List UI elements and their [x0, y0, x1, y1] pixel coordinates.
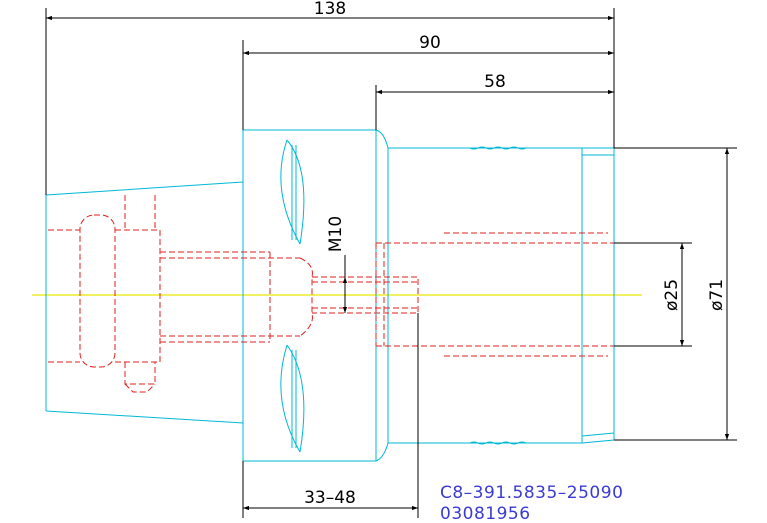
dim-outer-diameter: ø71 [707, 279, 727, 311]
dim-clamp-range: 33–48 [304, 488, 356, 508]
part-code: C8–391.5835–25090 [440, 483, 623, 503]
dim-overall-length: 138 [314, 0, 346, 19]
dim-length-58: 58 [484, 72, 506, 92]
part-number: 03081956 [440, 504, 531, 523]
dim-bore-diameter: ø25 [662, 279, 682, 311]
dim-length-90: 90 [419, 33, 441, 53]
part-outline [45, 129, 615, 462]
dim-thread: M10 [326, 216, 346, 252]
dimension-lines [45, 8, 737, 518]
hidden-features [48, 195, 614, 393]
